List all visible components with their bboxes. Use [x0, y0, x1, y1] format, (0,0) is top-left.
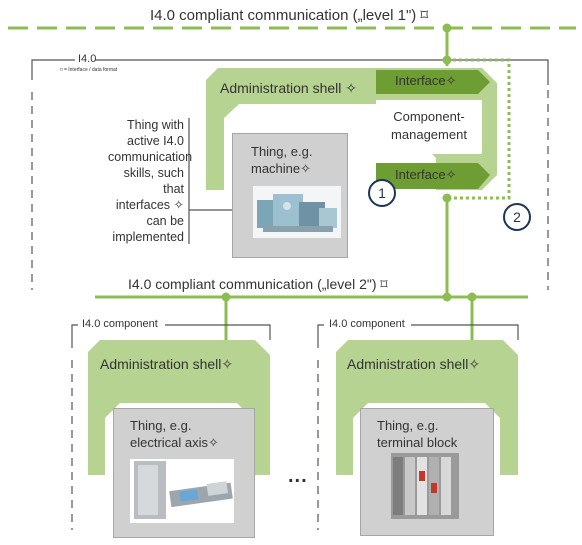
terminal-block-image — [393, 457, 451, 515]
left-thing-box: Thing, e.g. electrical axis✧ — [113, 408, 255, 538]
dotted-path-2 — [447, 58, 511, 200]
main-shell-shape — [206, 68, 497, 190]
electrical-axis-photo — [130, 459, 234, 523]
right-component-label: I4.0 component — [329, 318, 405, 330]
left-thing-label: Thing, e.g. electrical axis✧ — [130, 418, 219, 450]
interface-top-label: Interface✧ — [395, 73, 457, 88]
left-component-label: I4.0 component — [82, 318, 158, 330]
main-frame-label: I4.0 — [78, 53, 97, 65]
machine-thing-label: Thing, e.g. machine✧ — [251, 144, 313, 176]
level2-title: I4.0 compliant communication („level 2")… — [128, 276, 388, 292]
right-thing-label: Thing, e.g. terminal block — [377, 418, 458, 450]
right-thing-box: Thing, e.g. terminal block — [360, 408, 494, 536]
level1-node — [442, 23, 452, 33]
interface-top-bar — [376, 70, 490, 94]
machine-image — [257, 194, 337, 232]
level1-title: I4.0 compliant communication („level 1")… — [148, 6, 431, 24]
left-shell-label: Administration shell✧ — [100, 356, 234, 372]
ellipsis: ... — [288, 465, 308, 487]
badge-1: 1 — [368, 179, 396, 207]
interface-bottom-label: Interface✧ — [395, 167, 457, 182]
machine-photo — [253, 186, 341, 238]
badge-2: 2 — [503, 203, 531, 231]
right-shell-label: Administration shell✧ — [347, 356, 481, 372]
right-shell-shape — [336, 340, 518, 475]
left-shell-shape — [88, 340, 270, 475]
terminal-block-photo — [391, 453, 459, 519]
machine-thing-box: Thing, e.g. machine✧ — [232, 133, 348, 258]
component-management-label: Component-management — [391, 109, 467, 142]
component-management-box: Component-management — [376, 100, 482, 154]
main-shell-label: Administration shell ✧ — [220, 80, 358, 96]
left-component-frame — [71, 324, 271, 348]
level2-node-main — [442, 292, 452, 302]
thing-note: Thing with active I4.0 communication ski… — [108, 118, 193, 244]
main-frame-footnote: ⌑ = Interface / data format — [60, 67, 118, 73]
main-frame — [31, 59, 549, 85]
electrical-axis-image — [134, 461, 233, 519]
interface-bottom-bar — [376, 163, 490, 189]
right-component-frame — [317, 324, 519, 348]
